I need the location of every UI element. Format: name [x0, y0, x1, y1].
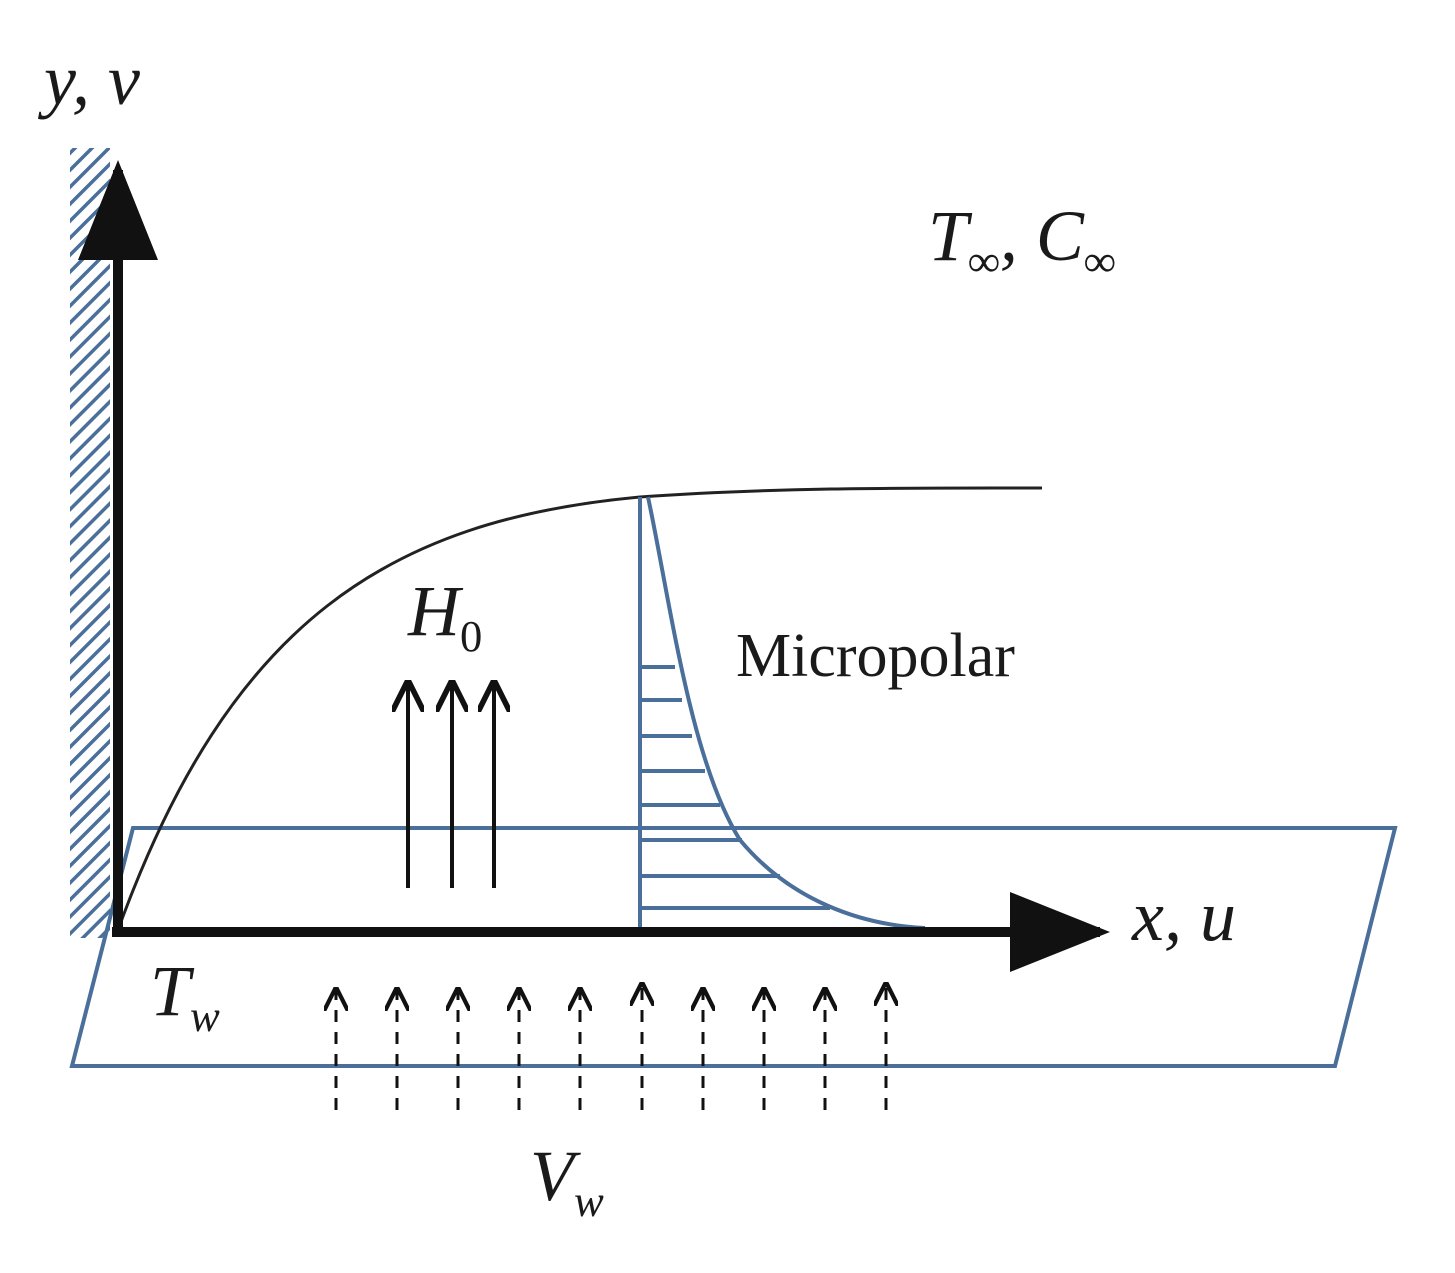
y-axis-label: y, v	[44, 40, 140, 120]
hatched-wall	[70, 148, 110, 938]
far-field-concentration-subscript: ∞	[1083, 235, 1116, 286]
x-axis-label: x, u	[1132, 876, 1236, 956]
magnetic-field-arrows	[408, 684, 494, 888]
suction-velocity: V	[530, 1136, 574, 1216]
far-field-temperature-subscript: ∞	[968, 235, 1000, 286]
boundary-layer-edge	[116, 486, 1043, 931]
suction-velocity-subscript: w	[573, 1175, 604, 1226]
magnetic-field-subscript: 0	[460, 610, 483, 661]
plate	[69, 826, 1398, 1068]
suction-arrows	[336, 985, 886, 1110]
far-field-temperature: T	[928, 196, 969, 276]
fluid-label: Micropolar	[736, 622, 1015, 690]
wall-temperature-label: Tw	[150, 955, 220, 1038]
wall-temperature-subscript: w	[190, 990, 220, 1041]
profile-curve	[646, 496, 926, 930]
far-field-label: T∞, C∞	[928, 200, 1116, 283]
magnetic-field-label: H0	[408, 575, 482, 658]
far-field-concentration: C	[1035, 196, 1084, 276]
wall-temperature: T	[150, 951, 191, 1031]
suction-velocity-label: Vw	[530, 1140, 604, 1223]
velocity-profile	[638, 496, 926, 930]
far-field-separator: ,	[999, 196, 1036, 276]
magnetic-field: H	[408, 571, 460, 651]
